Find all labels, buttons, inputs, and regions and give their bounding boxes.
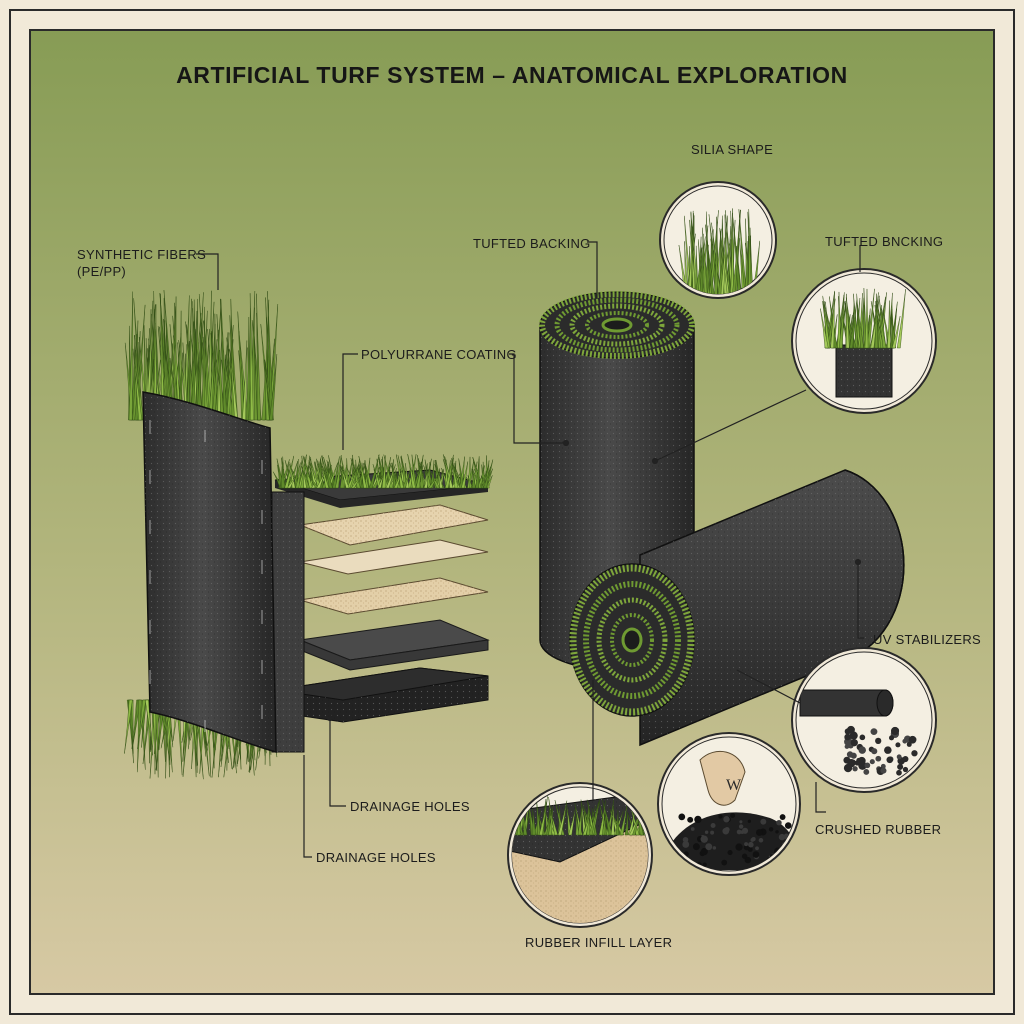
inset-tufted-backing: [791, 268, 937, 414]
inset-uv-stabilizers: [791, 647, 937, 793]
label-tufted-backing-inset: TUFTED BNCKING: [825, 234, 944, 249]
inset-silia-shape: [659, 181, 777, 299]
diagram-title: ARTIFICIAL TURF SYSTEM – ANATOMICAL EXPL…: [176, 62, 848, 88]
label-drainage-holes-lower: DRAINAGE HOLES: [316, 850, 436, 865]
label-crushed-rubber: CRUSHED RUBBER: [815, 822, 942, 837]
label-rubber-infill-layer: RUBBER INFILL LAYER: [525, 935, 673, 950]
leader-lines: [196, 241, 864, 858]
horizontal-turf-roll: [569, 469, 905, 747]
inset-rubber-infill-layer: [507, 782, 653, 928]
label-drainage-holes-upper: DRAINAGE HOLES: [350, 799, 470, 814]
label-uv-stabilizers: UV STABILIZERS: [873, 632, 981, 647]
label-polyurethane-coating: POLYURRANE COATING: [361, 347, 517, 362]
exploded-turf-section: [124, 290, 494, 780]
svg-text:W: W: [726, 777, 742, 794]
label-silia-shape: SILIA SHAPE: [691, 142, 774, 157]
label-tufted-backing: TUFTED BACKING: [473, 236, 591, 251]
inset-crushed-rubber: W: [657, 732, 801, 876]
label-synthetic-fibers: SYNTHETIC FIBERS (PE/PP): [77, 247, 207, 279]
